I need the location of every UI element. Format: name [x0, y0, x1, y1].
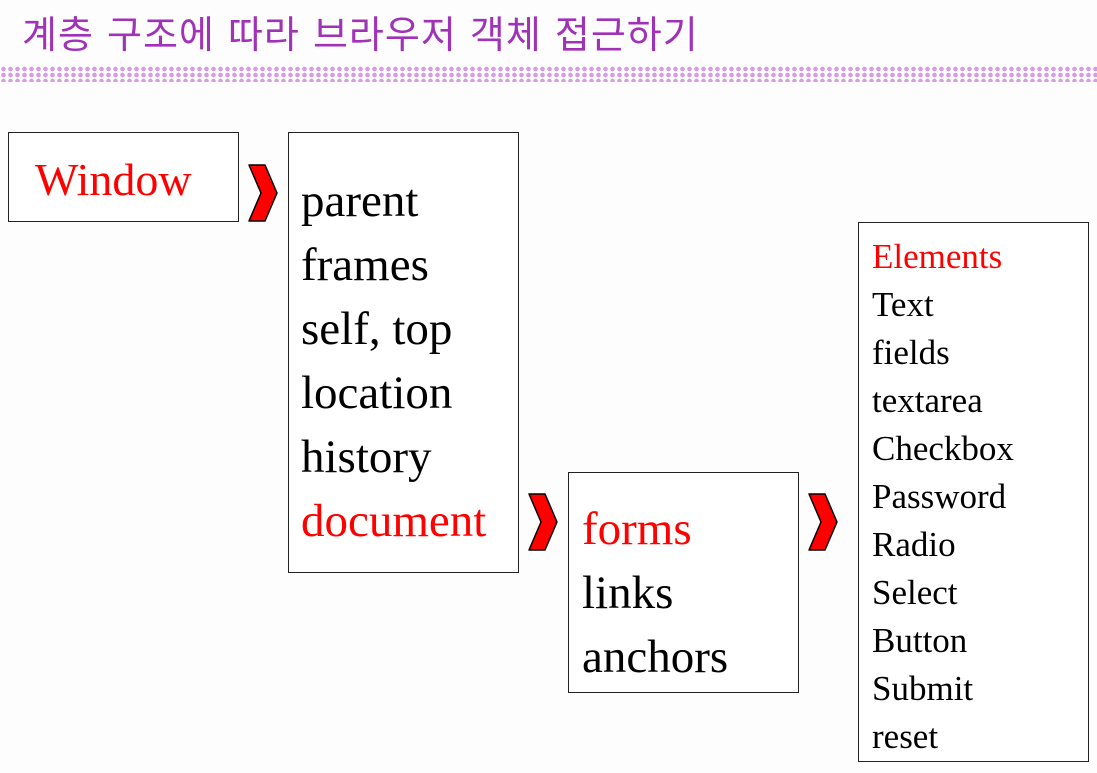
list-item: Submit	[872, 669, 974, 708]
list-item: location	[301, 367, 453, 419]
dotted-divider	[0, 66, 1097, 82]
list-item: reset	[872, 717, 939, 756]
list-item: Text	[872, 285, 934, 324]
chevron-right-icon	[248, 164, 278, 222]
list-item: fields	[872, 333, 950, 372]
list-item: Radio	[872, 525, 956, 564]
list-item: Select	[872, 573, 958, 612]
document-properties-box: forms links anchors	[568, 472, 799, 693]
list-item: forms	[582, 503, 692, 555]
form-elements-box: Elements Text fields textarea Checkbox P…	[858, 222, 1089, 762]
list-item: history	[301, 431, 432, 483]
list-item: frames	[301, 239, 429, 291]
list-item: links	[582, 567, 674, 619]
list-item: Password	[872, 477, 1007, 516]
list-item: Button	[872, 621, 968, 660]
list-item: Checkbox	[872, 429, 1014, 468]
list-item: Elements	[872, 237, 1003, 276]
window-box: Window	[8, 132, 239, 222]
window-label: Window	[35, 154, 192, 205]
chevron-right-icon	[528, 493, 558, 551]
chevron-right-icon	[808, 493, 838, 551]
page-title: 계층 구조에 따라 브라우저 객체 접근하기	[22, 13, 699, 57]
list-item: anchors	[582, 631, 729, 683]
list-item: self, top	[301, 303, 453, 355]
list-item: textarea	[872, 381, 983, 420]
list-item: document	[301, 495, 487, 547]
list-item: parent	[301, 175, 419, 227]
window-properties-box: parent frames self, top location history…	[288, 132, 519, 573]
